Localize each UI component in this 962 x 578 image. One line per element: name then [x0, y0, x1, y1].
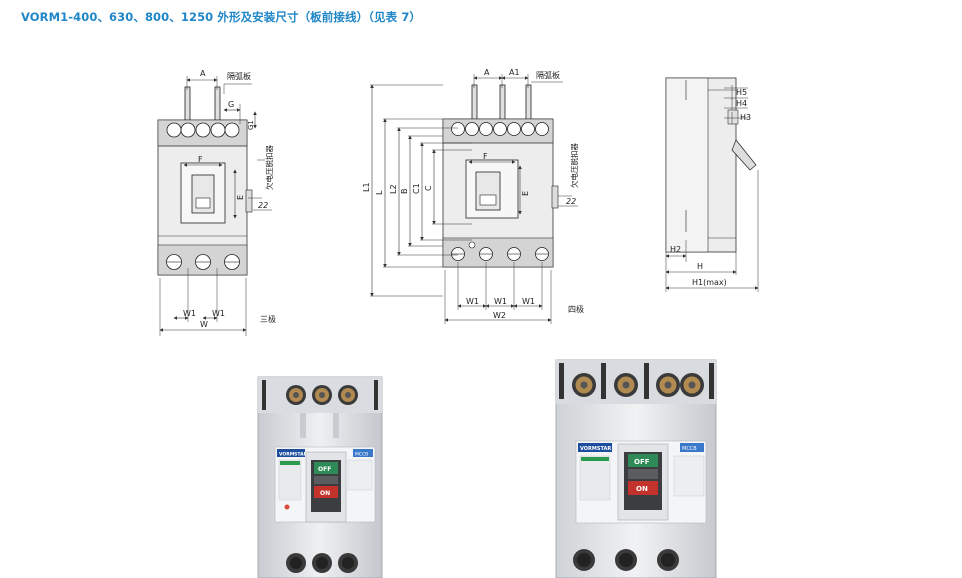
dim-h: H: [697, 262, 703, 271]
caption-three-pole: 三极: [260, 314, 276, 324]
dim-e: E: [236, 195, 245, 200]
side-view-labels: H5 H4 H3 H2 H H1(max): [670, 88, 751, 287]
dim-22: 22: [258, 201, 268, 210]
dim-c1: C1: [412, 183, 421, 194]
on-label: ON: [320, 490, 330, 497]
dim-w1-right: W1: [212, 309, 225, 318]
dim-w1-b: W1: [494, 297, 507, 306]
dim-l1: L1: [362, 182, 371, 192]
label-arc-plate: 隔弧板: [227, 71, 251, 81]
dim-w1-a: W1: [466, 297, 479, 306]
on-label: ON: [636, 485, 648, 493]
off-label: OFF: [318, 466, 331, 473]
three-pole-front-view: [157, 76, 272, 336]
dim-e: E: [521, 191, 530, 196]
dim-h4: H4: [736, 99, 747, 108]
dim-h3: H3: [740, 113, 751, 122]
label-arc-plate: 隔弧板: [536, 70, 560, 80]
label-undervoltage-release: 欠电压脱扣器: [264, 145, 274, 190]
dim-a1: A1: [509, 68, 520, 77]
dim-w: W: [200, 320, 208, 329]
four-pole-labels: A A1 隔弧板 F E 22 欠电压脱扣器 L1 L L2 B C1 C W1…: [362, 68, 584, 320]
dim-h1-max: H1(max): [692, 278, 727, 287]
dim-l: L: [375, 190, 384, 195]
dim-a: A: [200, 69, 206, 78]
dim-g1: G1: [247, 120, 255, 130]
dim-w1-left: W1: [183, 309, 196, 318]
dim-f: F: [198, 155, 203, 164]
side-view: [665, 77, 759, 292]
four-pole-front-view: [370, 74, 578, 324]
photo-three-pole-breaker: VORMSTAR MCCB OFF ON: [257, 376, 383, 578]
off-label: OFF: [634, 458, 650, 466]
caption-four-pole: 四极: [568, 304, 584, 314]
dim-g: G: [228, 100, 234, 109]
label-undervoltage-release: 欠电压脱扣器: [569, 143, 579, 188]
dim-22: 22: [566, 197, 576, 206]
dim-w1-c: W1: [522, 297, 535, 306]
brand-label: VORMSTAR: [279, 452, 308, 458]
mccb-badge: MCCB: [355, 452, 368, 458]
page-title: VORM1-400、630、800、1250 外形及安装尺寸（板前接线）（见表 …: [21, 10, 422, 24]
dim-w2: W2: [493, 311, 506, 320]
three-pole-labels: A 隔弧板 G G1 F E 22 欠电压脱扣器 W1 W1 W 三极: [183, 69, 276, 329]
dim-c: C: [424, 185, 433, 191]
dim-f: F: [483, 152, 488, 161]
dim-b: B: [400, 189, 409, 195]
dim-l2: L2: [389, 184, 398, 194]
photo-large-breaker: VORMSTAR MCCB OFF ON: [555, 359, 717, 578]
dim-h2: H2: [670, 245, 681, 254]
brand-label: VORMSTAR: [580, 446, 611, 452]
dim-a: A: [484, 68, 490, 77]
dim-h5: H5: [736, 88, 747, 97]
mccb-badge: MCCB: [682, 446, 697, 452]
